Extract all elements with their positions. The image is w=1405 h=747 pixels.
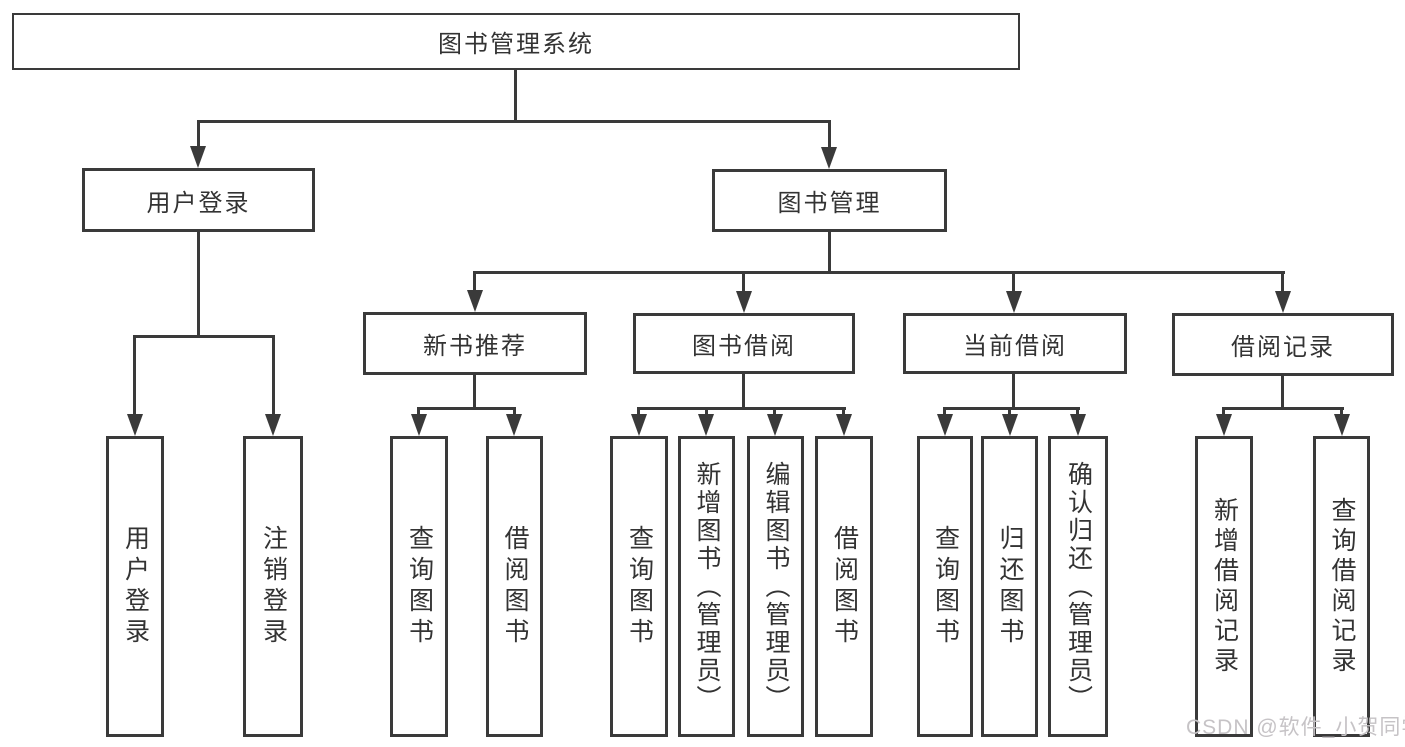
connector-arrow-shaft — [1008, 407, 1011, 417]
leaf-query-books-recommend-label: 查询图书 — [405, 524, 434, 649]
node-new-book-recommend: 新书推荐 — [363, 312, 587, 375]
leaf-query-books-current: 查询图书 — [917, 436, 973, 737]
leaf-query-books-borrow: 查询图书 — [610, 436, 668, 737]
node-user-login-label: 用户登录 — [146, 189, 251, 217]
connector-borrow-records-bar — [1222, 407, 1344, 410]
connector-level3-bar — [473, 271, 1285, 274]
connector-arrow-shaft — [742, 271, 745, 293]
leaf-query-books-recommend: 查询图书 — [390, 436, 448, 737]
connector-arrow-shaft — [1222, 407, 1225, 417]
arrow-down-icon — [190, 146, 206, 168]
arrow-down-icon — [1275, 291, 1291, 313]
node-current-borrow-label: 当前借阅 — [963, 333, 1067, 360]
node-current-borrow: 当前借阅 — [903, 313, 1127, 374]
connector-arrow-shaft — [773, 407, 776, 417]
connector-root-bar — [197, 120, 831, 123]
connector-new-book-bar — [417, 407, 516, 410]
node-book-management: 图书管理 — [712, 169, 947, 232]
leaf-query-books-borrow-label: 查询图书 — [625, 524, 654, 649]
leaf-return-books-label: 归还图书 — [996, 524, 1024, 649]
leaf-logout: 注销登录 — [243, 436, 303, 737]
connector-arrow-shaft — [272, 335, 275, 416]
connector-arrow-shaft — [473, 271, 476, 293]
leaf-borrow-books-recommend: 借阅图书 — [486, 436, 543, 737]
arrow-down-icon — [937, 414, 953, 436]
leaf-confirm-return-admin-label: 确认归还（管理员） — [1064, 460, 1093, 713]
csdn-watermark: CSDN @软件_小贺同学 — [1186, 716, 1405, 739]
leaf-add-books-admin-label: 新增图书（管理员） — [693, 460, 721, 713]
arrow-down-icon — [127, 414, 143, 436]
arrow-down-icon — [1334, 414, 1350, 436]
leaf-user-login-label: 用户登录 — [121, 524, 150, 649]
arrow-down-icon — [1002, 414, 1018, 436]
node-book-borrow: 图书借阅 — [633, 313, 855, 374]
leaf-user-login: 用户登录 — [106, 436, 164, 737]
arrow-down-icon — [1070, 414, 1086, 436]
leaf-confirm-return-admin: 确认归还（管理员） — [1048, 436, 1108, 737]
node-borrow-records-label: 借阅记录 — [1231, 334, 1335, 361]
connector-arrow-shaft — [1076, 407, 1079, 417]
leaf-add-borrow-record: 新增借阅记录 — [1195, 436, 1253, 737]
connector-arrow-shaft — [637, 407, 640, 417]
node-new-book-recommend-label: 新书推荐 — [423, 333, 527, 360]
arrow-down-icon — [736, 291, 752, 313]
leaf-logout-label: 注销登录 — [259, 524, 288, 649]
arrow-down-icon — [836, 414, 852, 436]
leaf-borrow-books-recommend-label: 借阅图书 — [501, 524, 529, 649]
node-book-borrow-label: 图书借阅 — [692, 333, 796, 360]
leaf-query-borrow-record-label: 查询借阅记录 — [1328, 496, 1356, 677]
arrow-down-icon — [1006, 291, 1022, 313]
arrow-down-icon — [506, 414, 522, 436]
leaf-borrow-books: 借阅图书 — [815, 436, 873, 737]
leaf-add-borrow-record-label: 新增借阅记录 — [1210, 496, 1239, 677]
arrow-down-icon — [467, 290, 483, 312]
connector-arrow-shaft — [197, 120, 200, 148]
leaf-query-borrow-record: 查询借阅记录 — [1313, 436, 1370, 737]
connector-user-login-stem — [197, 232, 200, 338]
arrow-down-icon — [698, 414, 714, 436]
connector-arrow-shaft — [133, 335, 136, 416]
connector-user-login-bar — [133, 335, 275, 338]
connector-book-management-stem — [828, 232, 831, 274]
leaf-query-books-current-label: 查询图书 — [931, 524, 960, 649]
connector-arrow-shaft — [828, 120, 831, 148]
node-root-label: 图书管理系统 — [438, 31, 594, 58]
node-borrow-records: 借阅记录 — [1172, 313, 1394, 376]
arrow-down-icon — [821, 147, 837, 169]
node-root-system: 图书管理系统 — [12, 13, 1020, 70]
connector-arrow-shaft — [842, 407, 845, 417]
connector-new-book-stem — [473, 375, 476, 410]
connector-root-stem — [514, 70, 517, 122]
leaf-borrow-books-label: 借阅图书 — [830, 524, 859, 649]
connector-arrow-shaft — [943, 407, 946, 417]
leaf-return-books: 归还图书 — [981, 436, 1038, 737]
arrow-down-icon — [631, 414, 647, 436]
node-book-management-label: 图书管理 — [777, 190, 882, 217]
leaf-edit-books-admin: 编辑图书（管理员） — [747, 436, 804, 737]
leaf-add-books-admin: 新增图书（管理员） — [678, 436, 735, 737]
arrow-down-icon — [1216, 414, 1232, 436]
arrow-down-icon — [767, 414, 783, 436]
arrow-down-icon — [411, 414, 427, 436]
connector-book-borrow-stem — [742, 374, 745, 410]
connector-arrow-shaft — [417, 407, 420, 417]
connector-arrow-shaft — [1012, 271, 1015, 293]
connector-current-borrow-bar — [943, 407, 1080, 410]
connector-arrow-shaft — [513, 407, 516, 417]
connector-book-borrow-bar — [637, 407, 846, 410]
leaf-edit-books-admin-label: 编辑图书（管理员） — [762, 460, 790, 713]
node-user-login: 用户登录 — [82, 168, 315, 232]
connector-arrow-shaft — [705, 407, 708, 417]
connector-current-borrow-stem — [1012, 374, 1015, 410]
connector-arrow-shaft — [1281, 271, 1284, 293]
connector-arrow-shaft — [1340, 407, 1343, 417]
arrow-down-icon — [265, 414, 281, 436]
connector-borrow-records-stem — [1281, 376, 1284, 410]
